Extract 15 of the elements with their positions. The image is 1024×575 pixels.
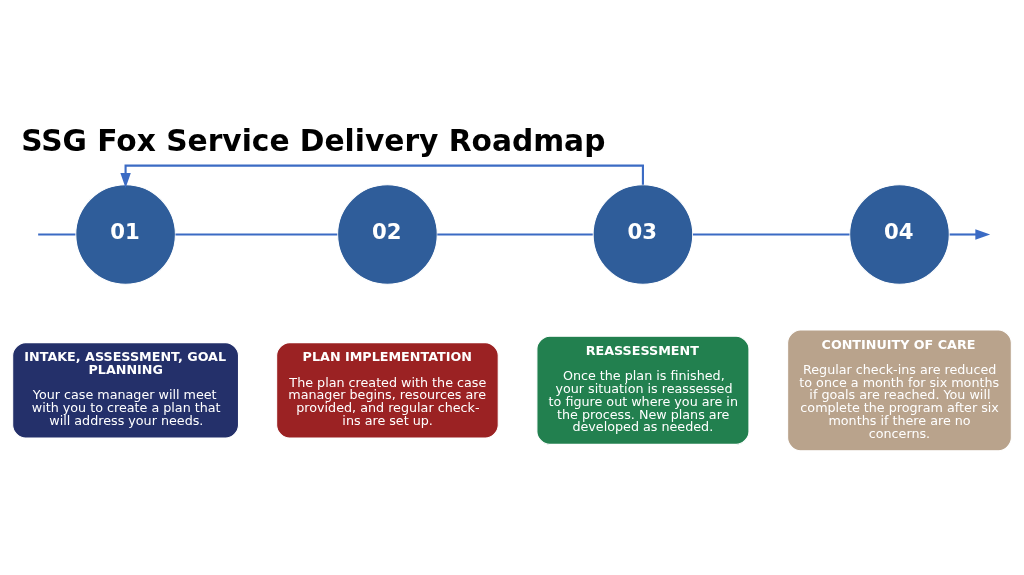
node-circle: 02 — [337, 184, 438, 285]
node-circle: 01 — [75, 184, 176, 285]
arrow — [949, 229, 991, 240]
diagram-title: SSG Fox Service Delivery Roadmap — [21, 123, 606, 159]
node-box: PLAN IMPLEMENTATION The plan created with the case manager begins, resources are provided, and regular check-ins are set up. — [276, 342, 499, 439]
node-box: INTAKE, ASSESSMENT, GOAL PLANNING Your case manager will meet with you to create a plan that will address your needs. — [12, 342, 239, 439]
connector — [693, 233, 850, 236]
arrow — [120, 164, 644, 188]
node-box: CONTINUITY OF CARE Regular check-ins are reduced to once a month for six months if goals are reached. You will complete the program after six months if there are no concerns. — [787, 329, 1012, 452]
connector — [38, 233, 76, 236]
node-circle: 04 — [849, 184, 950, 285]
node-box: REASSESSMENT Once the plan is finished, your situation is reassessed to figure out where you are in the process. New plans are developed as needed. — [536, 335, 750, 445]
connector — [175, 233, 338, 236]
node-circle: 03 — [592, 184, 694, 285]
connector — [437, 233, 593, 236]
